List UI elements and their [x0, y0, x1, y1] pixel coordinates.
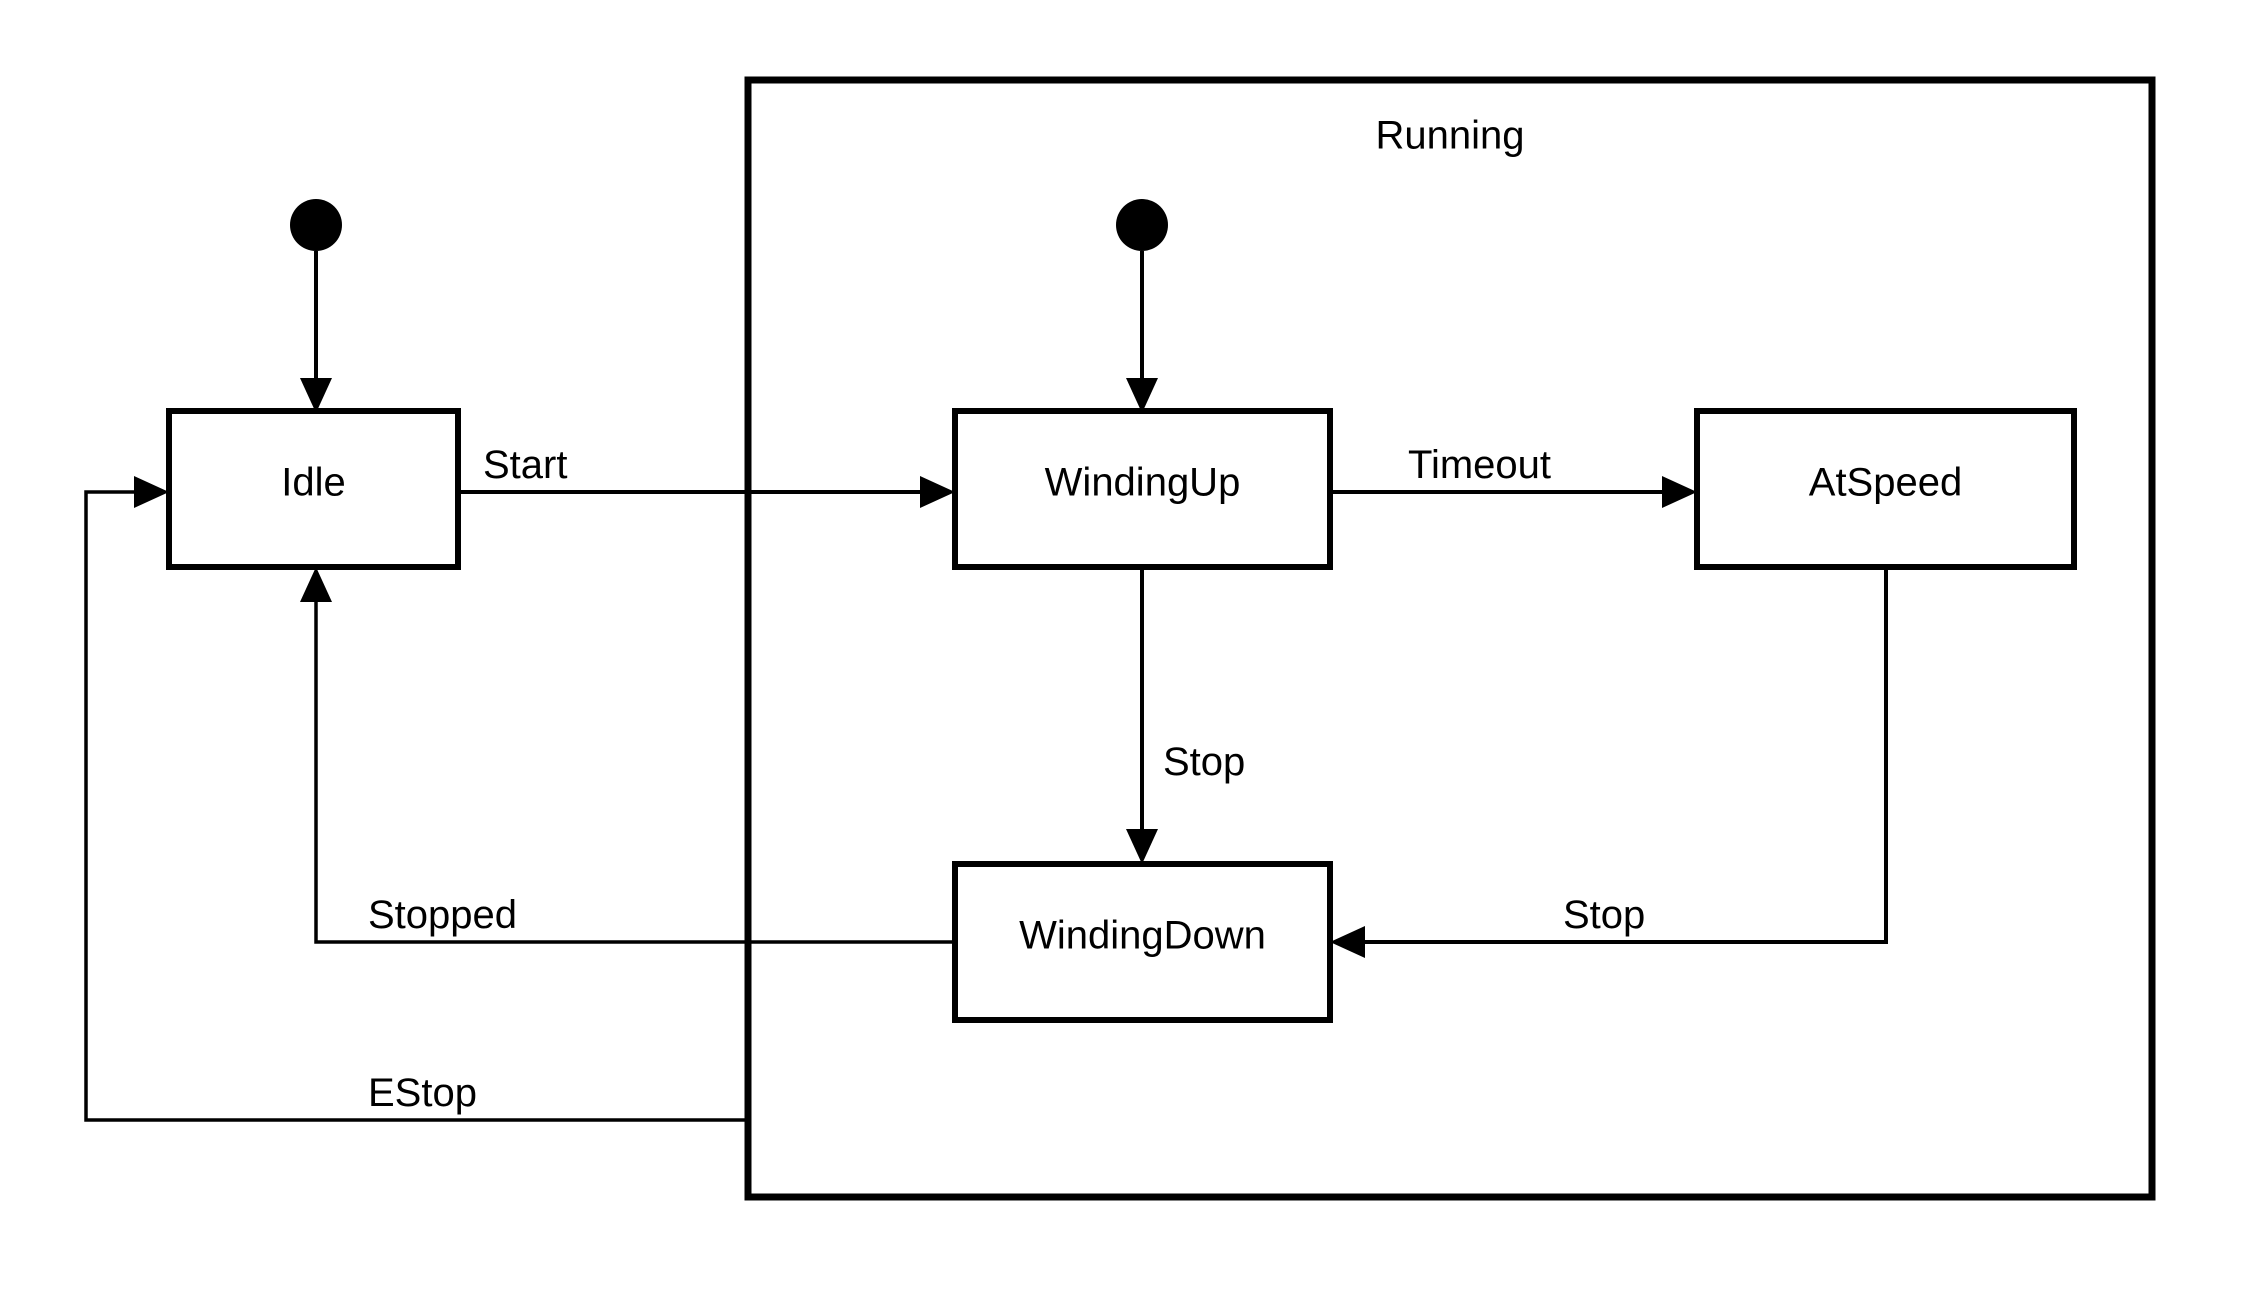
arrowhead-icon	[134, 476, 169, 508]
arrowhead-icon	[1662, 476, 1697, 508]
transition-label-stop-horizontal: Stop	[1563, 893, 1645, 937]
state-label-idle: Idle	[281, 461, 346, 505]
transition-initial-to-idle[interactable]	[300, 251, 332, 413]
arrowhead-icon	[1126, 378, 1158, 413]
transition-label-estop: EStop	[368, 1071, 477, 1115]
initial-state-icon-top	[290, 199, 342, 251]
state-node-idle[interactable]: Idle	[166, 408, 461, 570]
arrowhead-icon	[1126, 829, 1158, 864]
arrowhead-icon	[300, 378, 332, 413]
arrowhead-icon	[1330, 926, 1365, 958]
edge-line	[1345, 567, 1888, 944]
state-node-atspeed[interactable]: AtSpeed	[1694, 408, 2077, 570]
transition-idle-to-windingup[interactable]: Start	[458, 443, 955, 508]
transition-windingup-to-windingdown[interactable]: Stop	[1126, 567, 1245, 864]
edge-line	[314, 582, 955, 944]
transition-label-stop-vertical: Stop	[1163, 740, 1245, 784]
transition-label-stopped: Stopped	[368, 893, 517, 937]
composite-state-running[interactable]: Running	[744, 76, 2156, 1201]
initial-state-icon-running	[1116, 199, 1168, 251]
transition-label-start: Start	[483, 443, 567, 487]
transition-windingdown-to-idle[interactable]: Stopped	[300, 567, 955, 944]
transition-windingup-to-atspeed[interactable]: Timeout	[1330, 443, 1697, 508]
arrowhead-icon	[300, 567, 332, 602]
state-label-windingup: WindingUp	[1045, 461, 1241, 505]
state-node-windingdown[interactable]: WindingDown	[952, 861, 1333, 1023]
state-node-windingup[interactable]: WindingUp	[952, 408, 1333, 570]
state-label-atspeed: AtSpeed	[1809, 461, 1962, 505]
state-box-atspeed	[1694, 408, 2077, 570]
state-box-windingdown	[952, 861, 1333, 1023]
transition-label-timeout: Timeout	[1408, 443, 1551, 487]
state-box-windingup	[952, 408, 1333, 570]
transition-running-to-idle-estop[interactable]: EStop	[84, 476, 748, 1122]
state-box-idle	[166, 408, 461, 570]
composite-state-title: Running	[1375, 114, 1524, 158]
state-label-windingdown: WindingDown	[1019, 914, 1266, 958]
composite-state-border	[744, 76, 2156, 1201]
transition-initial-to-windingup[interactable]	[1126, 251, 1158, 413]
edge-line	[84, 490, 748, 1122]
arrowhead-icon	[920, 476, 955, 508]
transition-atspeed-to-windingdown[interactable]: Stop	[1330, 567, 1888, 958]
